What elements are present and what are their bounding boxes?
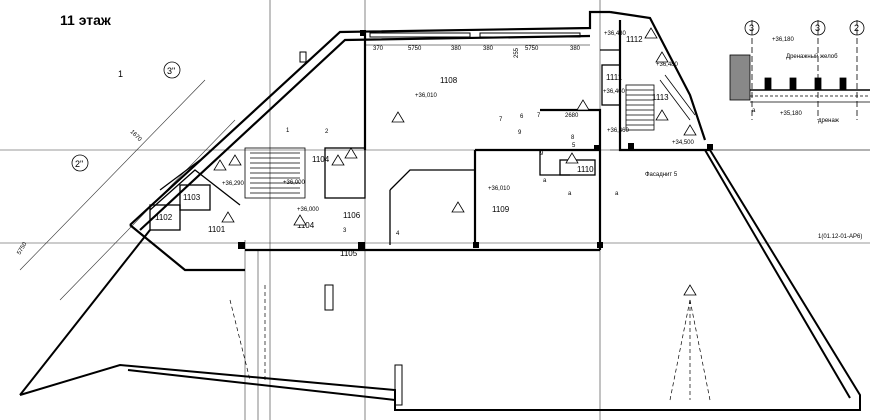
level-mark: +36,480 [656, 62, 679, 68]
section-mark: а [615, 191, 619, 197]
level-mark: +36,010 [415, 93, 438, 99]
dimension: 2680 [565, 113, 579, 119]
room-number: 1108 [440, 76, 458, 85]
room-labels: 1108 1109 1104 1104 1102 1103 1101 1105 … [155, 35, 669, 258]
axis-label: 2" [75, 159, 83, 169]
callout-number: 9 [518, 130, 522, 136]
note-facade: Фасаднит 5 [645, 172, 678, 178]
room-number: 1106 [343, 211, 361, 220]
room-number: 1110 [577, 165, 594, 174]
level-mark: +36,480 [604, 31, 627, 37]
level-mark: +36,460 [607, 128, 630, 134]
callout-number: 7 [499, 117, 503, 123]
axis-label: 3 [815, 23, 820, 33]
dimension: 5750 [408, 46, 422, 52]
room-number: 1113 [652, 93, 669, 102]
callout-number: 9 [540, 151, 544, 157]
callout-number: 3 [343, 228, 347, 234]
level-mark: +36,460 [603, 89, 626, 95]
room-number: 1105 [340, 249, 358, 258]
room-number: 1102 [155, 213, 173, 222]
page-title: 11 этаж [60, 12, 111, 28]
room-number: 1104 [297, 221, 315, 230]
level-mark: +36,000 [297, 207, 320, 213]
finish-triangles [213, 27, 697, 296]
dimension: 380 [451, 46, 462, 52]
dimension: 380 [483, 46, 494, 52]
terrace-outline [19, 149, 861, 411]
callout-number: 7 [537, 113, 541, 119]
axis-label: 3" [167, 66, 175, 76]
dimension: 255 [514, 47, 520, 58]
columns [238, 30, 713, 249]
room-number: 1112 [626, 35, 643, 44]
callout-number: 4 [396, 231, 400, 237]
stair-left [244, 147, 306, 199]
callout-number: 5 [572, 143, 576, 149]
axis-label: 2 [854, 23, 859, 33]
axis-label: 3 [749, 23, 754, 33]
drawing-notes: Фасаднит 5 1(01.12-01-АР6) Дренажный жел… [543, 53, 862, 240]
section-mark: а [752, 108, 756, 114]
note-detail-title: Дренажный желоб [786, 53, 838, 60]
callout-number: 6 [520, 114, 524, 120]
dimension: 370 [373, 46, 384, 52]
level-mark: +35,180 [780, 111, 803, 117]
section-mark: а [543, 178, 547, 184]
note-sheet-ref: 1(01.12-01-АР6) [818, 234, 862, 240]
section-mark: а [568, 191, 572, 197]
level-marks: +36,010 +36,010 +36,000 +36,000 +36,290 … [222, 31, 803, 213]
level-mark: +34,500 [672, 140, 695, 146]
dimension: 5750 [525, 46, 539, 52]
room-number: 1103 [183, 193, 201, 202]
axis-labels: 3" 2" 3 3 2 1 [75, 23, 859, 169]
interior-partitions [149, 49, 621, 245]
dimension: 380 [570, 46, 581, 52]
dimension: 1670 [129, 129, 143, 143]
room-number: 1109 [492, 205, 510, 214]
room-number: 1101 [208, 225, 226, 234]
section-detail [729, 20, 870, 120]
hidden-lines [229, 285, 711, 401]
room-number: 1104 [312, 155, 330, 164]
callout-number: 1 [286, 128, 290, 134]
axis-label: 1 [118, 69, 123, 79]
callout-number: 8 [571, 135, 575, 141]
callout-number: 2 [325, 129, 329, 135]
note-detail-drainage: дренаж [818, 118, 839, 124]
window-marks [299, 32, 581, 406]
level-mark: +36,180 [772, 37, 795, 43]
level-mark: +36,000 [283, 180, 306, 186]
stair-right [625, 74, 696, 131]
room-number: 1111 [606, 73, 623, 82]
callout-numbers: 1 2 3 4 5 6 7 7 8 9 9 [286, 113, 576, 237]
level-mark: +36,010 [488, 186, 511, 192]
level-mark: +36,290 [222, 181, 245, 187]
